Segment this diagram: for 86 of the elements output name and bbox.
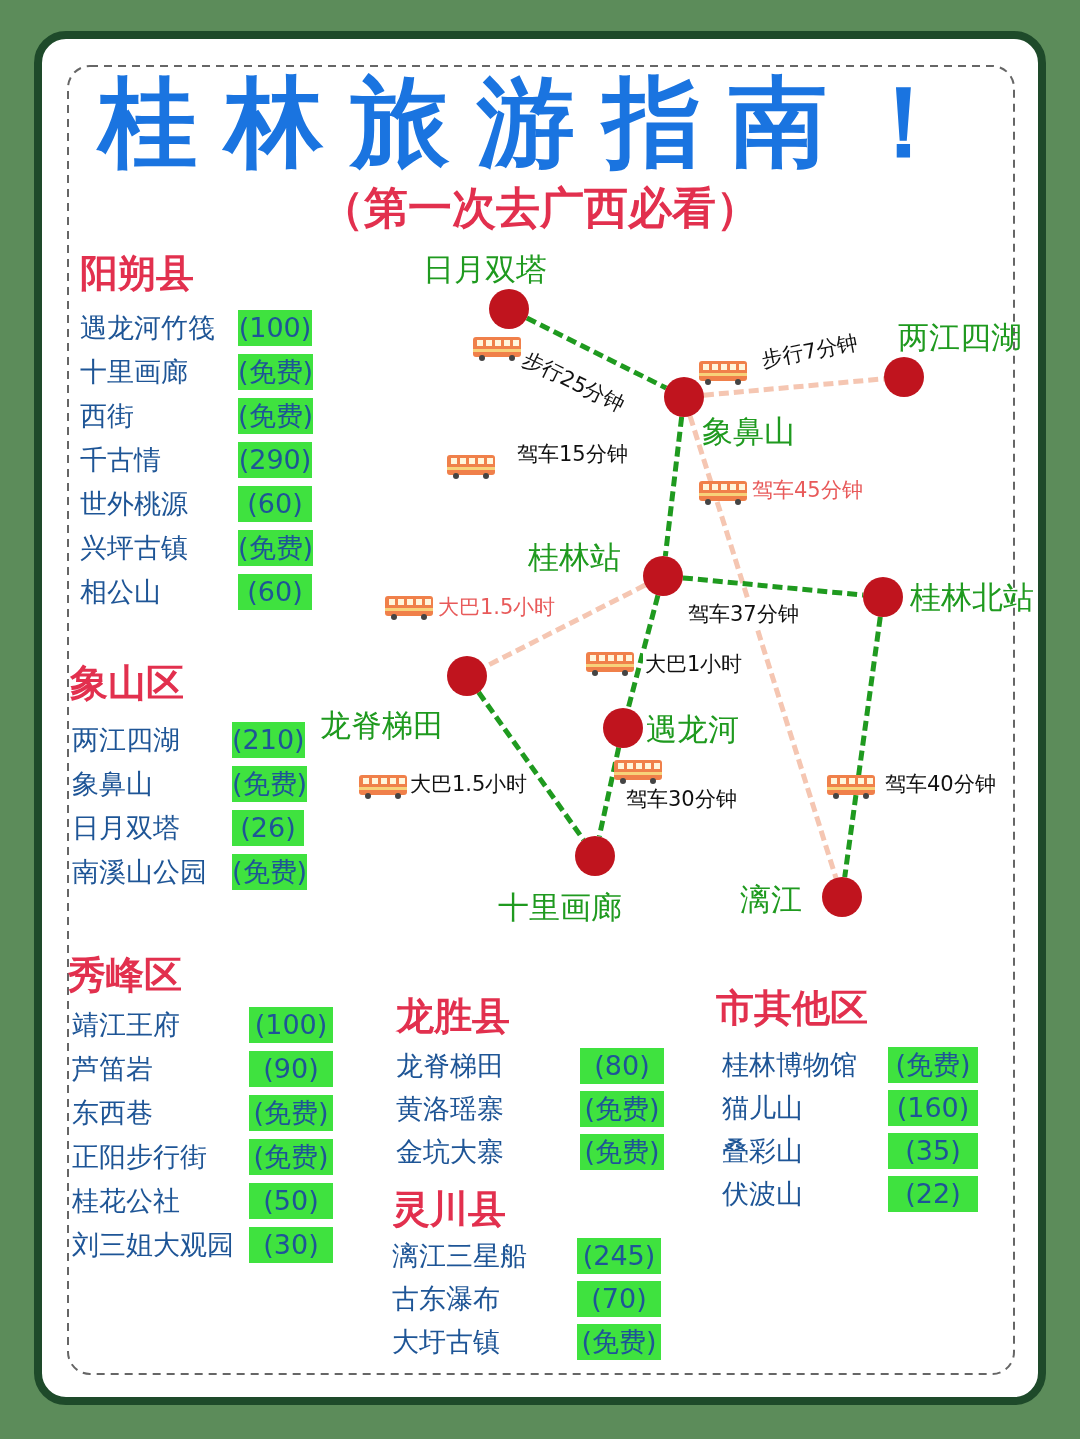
edge-label: 大巴1小时 xyxy=(643,651,745,677)
section-heading: 阳朔县 xyxy=(80,250,194,296)
attraction-name: 相公山 xyxy=(80,575,161,609)
place-name: 日月双塔 xyxy=(423,250,547,288)
ticket-price: (210) xyxy=(232,722,305,758)
dashed-route-line xyxy=(525,315,668,391)
attraction-name: 靖江王府 xyxy=(72,1008,180,1042)
edge-label: 大巴1.5小时 xyxy=(436,594,558,620)
dashed-route-line xyxy=(596,747,622,837)
dashed-route-line xyxy=(682,575,864,598)
place-name: 遇龙河 xyxy=(646,710,739,748)
ticket-price: (100) xyxy=(249,1007,333,1043)
ticket-price: (245) xyxy=(577,1238,661,1274)
attraction-name: 大圩古镇 xyxy=(392,1325,500,1359)
attraction-name: 黄洛瑶寨 xyxy=(396,1092,504,1126)
attraction-name: 叠彩山 xyxy=(722,1134,803,1168)
section-heading: 市其他区 xyxy=(716,985,868,1031)
attraction-name: 东西巷 xyxy=(72,1096,153,1130)
attraction-name: 日月双塔 xyxy=(72,811,180,845)
ticket-price: (免费) xyxy=(577,1324,661,1360)
ticket-price: (60) xyxy=(238,486,312,522)
ticket-price: (160) xyxy=(888,1090,978,1126)
attraction-name: 龙脊梯田 xyxy=(396,1049,504,1083)
ticket-price: (免费) xyxy=(238,530,314,566)
ticket-price: (90) xyxy=(249,1051,333,1087)
place-name: 漓江 xyxy=(740,880,802,918)
place-name: 十里画廊 xyxy=(498,888,622,926)
edge-label: 驾车30分钟 xyxy=(624,786,739,812)
attraction-name: 南溪山公园 xyxy=(72,855,207,889)
attraction-name: 两江四湖 xyxy=(72,723,180,757)
place-name: 龙脊梯田 xyxy=(320,706,444,744)
section-heading: 秀峰区 xyxy=(68,952,182,998)
attraction-name: 桂林博物馆 xyxy=(722,1048,857,1082)
attraction-name: 遇龙河竹筏 xyxy=(80,311,215,345)
ticket-price: (免费) xyxy=(232,854,308,890)
ticket-price: (80) xyxy=(580,1048,664,1084)
place-name: 两江四湖 xyxy=(898,318,1022,356)
edge-label: 驾车45分钟 xyxy=(750,477,865,503)
section-heading: 灵川县 xyxy=(392,1186,506,1232)
ticket-price: (免费) xyxy=(249,1139,333,1175)
ticket-price: (免费) xyxy=(238,354,314,390)
attraction-name: 古东瀑布 xyxy=(392,1282,500,1316)
attraction-name: 西街 xyxy=(80,399,134,433)
section-heading: 龙胜县 xyxy=(396,993,510,1039)
attraction-name: 象鼻山 xyxy=(72,767,153,801)
attraction-name: 十里画廊 xyxy=(80,355,188,389)
ticket-price: (30) xyxy=(249,1227,333,1263)
ticket-price: (26) xyxy=(232,810,304,846)
place-name: 桂林北站 xyxy=(910,578,1034,616)
ticket-price: (35) xyxy=(888,1133,978,1169)
dashed-route-line xyxy=(625,594,661,710)
attraction-name: 芦笛岩 xyxy=(72,1052,153,1086)
attraction-name: 漓江三星船 xyxy=(392,1239,527,1273)
section-heading: 象山区 xyxy=(70,660,184,706)
ticket-price: (100) xyxy=(238,310,312,346)
edge-label: 驾车37分钟 xyxy=(686,601,801,627)
attraction-name: 刘三姐大观园 xyxy=(72,1228,234,1262)
edge-label: 驾车15分钟 xyxy=(515,441,630,467)
ticket-price: (60) xyxy=(238,574,312,610)
attraction-name: 正阳步行街 xyxy=(72,1140,207,1174)
place-name: 桂林站 xyxy=(528,538,621,576)
ticket-price: (290) xyxy=(238,442,312,478)
attraction-name: 猫儿山 xyxy=(722,1091,803,1125)
ticket-price: (免费) xyxy=(249,1095,333,1131)
edge-label: 大巴1.5小时 xyxy=(408,771,530,797)
place-name: 象鼻山 xyxy=(702,412,795,450)
title: 桂林旅游指南！ xyxy=(0,62,1080,182)
ticket-price: (免费) xyxy=(580,1134,664,1170)
attraction-name: 金坑大寨 xyxy=(396,1135,504,1169)
ticket-price: (22) xyxy=(888,1176,978,1212)
ticket-price: (免费) xyxy=(238,398,314,434)
attraction-name: 世外桃源 xyxy=(80,487,188,521)
dashed-route-line xyxy=(687,415,839,879)
dashed-route-line xyxy=(662,416,685,557)
attraction-name: 桂花公社 xyxy=(72,1184,180,1218)
attraction-name: 伏波山 xyxy=(722,1177,803,1211)
ticket-price: (免费) xyxy=(232,766,308,802)
edge-label: 驾车40分钟 xyxy=(883,771,998,797)
ticket-price: (70) xyxy=(577,1281,661,1317)
attraction-name: 千古情 xyxy=(80,443,161,477)
dashed-route-line xyxy=(842,616,883,878)
ticket-price: (免费) xyxy=(888,1047,978,1083)
ticket-price: (50) xyxy=(249,1183,333,1219)
ticket-price: (免费) xyxy=(580,1091,664,1127)
attraction-name: 兴坪古镇 xyxy=(80,531,188,565)
subtitle: （第一次去广西必看） xyxy=(319,181,761,235)
